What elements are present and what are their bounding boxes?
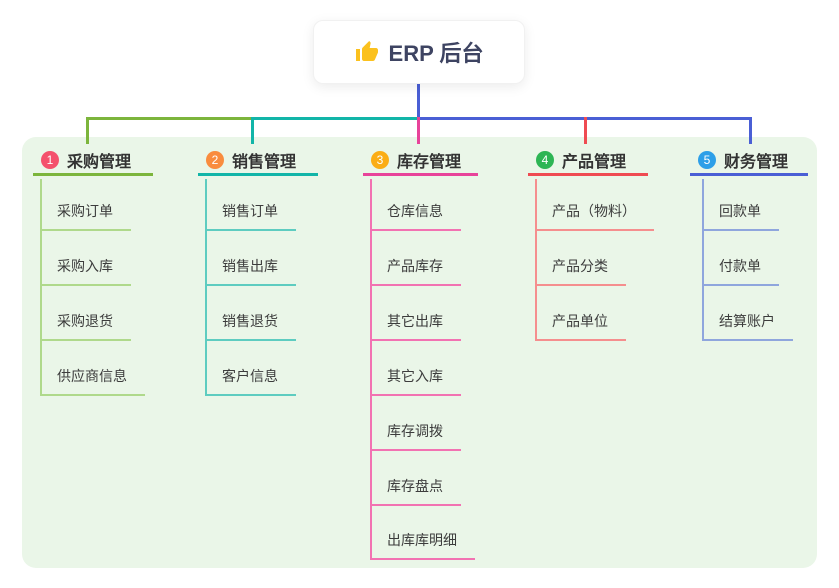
branch-badge: 2 [206, 150, 224, 169]
connector-children-purchase [40, 179, 42, 396]
branch-badge: 5 [698, 150, 716, 169]
leaf-node[interactable]: 采购入库 [40, 256, 131, 286]
branch-badge: 1 [41, 150, 59, 169]
connector-children-product [535, 179, 537, 341]
leaf-node[interactable]: 其它入库 [370, 366, 461, 396]
leaf-node[interactable]: 采购退货 [40, 311, 131, 341]
leaf-node[interactable]: 其它出库 [370, 311, 461, 341]
leaf-node[interactable]: 销售出库 [205, 256, 296, 286]
branch-node-purchase[interactable]: 1 采购管理 [33, 146, 153, 176]
branch-node-inventory[interactable]: 3 库存管理 [363, 146, 478, 176]
leaf-node[interactable]: 产品（物料） [535, 201, 654, 231]
root-node[interactable]: ERP 后台 [313, 20, 525, 84]
leaf-node[interactable]: 出库库明细 [370, 530, 475, 560]
leaf-node[interactable]: 库存调拨 [370, 421, 461, 451]
leaf-node[interactable]: 产品分类 [535, 256, 626, 286]
connector-children-inventory [370, 179, 372, 560]
leaf-node[interactable]: 供应商信息 [40, 366, 145, 396]
connector-drop-purchase [86, 117, 89, 144]
leaf-node[interactable]: 仓库信息 [370, 201, 461, 231]
leaf-node[interactable]: 产品单位 [535, 311, 626, 341]
leaf-node[interactable]: 客户信息 [205, 366, 296, 396]
leaf-node[interactable]: 库存盘点 [370, 476, 461, 506]
connector-top-green [86, 117, 253, 120]
connector-drop-finance [749, 117, 752, 144]
branch-badge: 4 [536, 150, 554, 169]
branch-label: 销售管理 [232, 153, 297, 171]
leaf-node[interactable]: 产品库存 [370, 256, 461, 286]
connector-drop-inventory [417, 117, 420, 144]
leaf-node[interactable]: 采购订单 [40, 201, 131, 231]
branch-badge: 3 [371, 150, 389, 169]
thumbs-up-icon [355, 40, 379, 64]
connector-children-finance [702, 179, 704, 341]
branch-label: 产品管理 [562, 153, 627, 171]
leaf-node[interactable]: 销售退货 [205, 311, 296, 341]
root-title: ERP 后台 [388, 41, 484, 66]
branches-panel [22, 137, 817, 568]
connector-root-vertical [417, 82, 420, 118]
branch-node-product[interactable]: 4 产品管理 [528, 146, 648, 176]
connector-children-sales [205, 179, 207, 396]
leaf-node[interactable]: 付款单 [702, 256, 779, 286]
connector-drop-sales [251, 117, 254, 144]
connector-drop-product [584, 117, 587, 144]
leaf-node[interactable]: 销售订单 [205, 201, 296, 231]
branch-label: 财务管理 [724, 153, 789, 171]
branch-node-sales[interactable]: 2 销售管理 [198, 146, 318, 176]
branch-label: 库存管理 [397, 153, 462, 171]
connector-top-teal [253, 117, 418, 120]
branch-label: 采购管理 [67, 153, 132, 171]
leaf-node[interactable]: 回款单 [702, 201, 779, 231]
leaf-node[interactable]: 结算账户 [702, 311, 793, 341]
branch-node-finance[interactable]: 5 财务管理 [690, 146, 808, 176]
